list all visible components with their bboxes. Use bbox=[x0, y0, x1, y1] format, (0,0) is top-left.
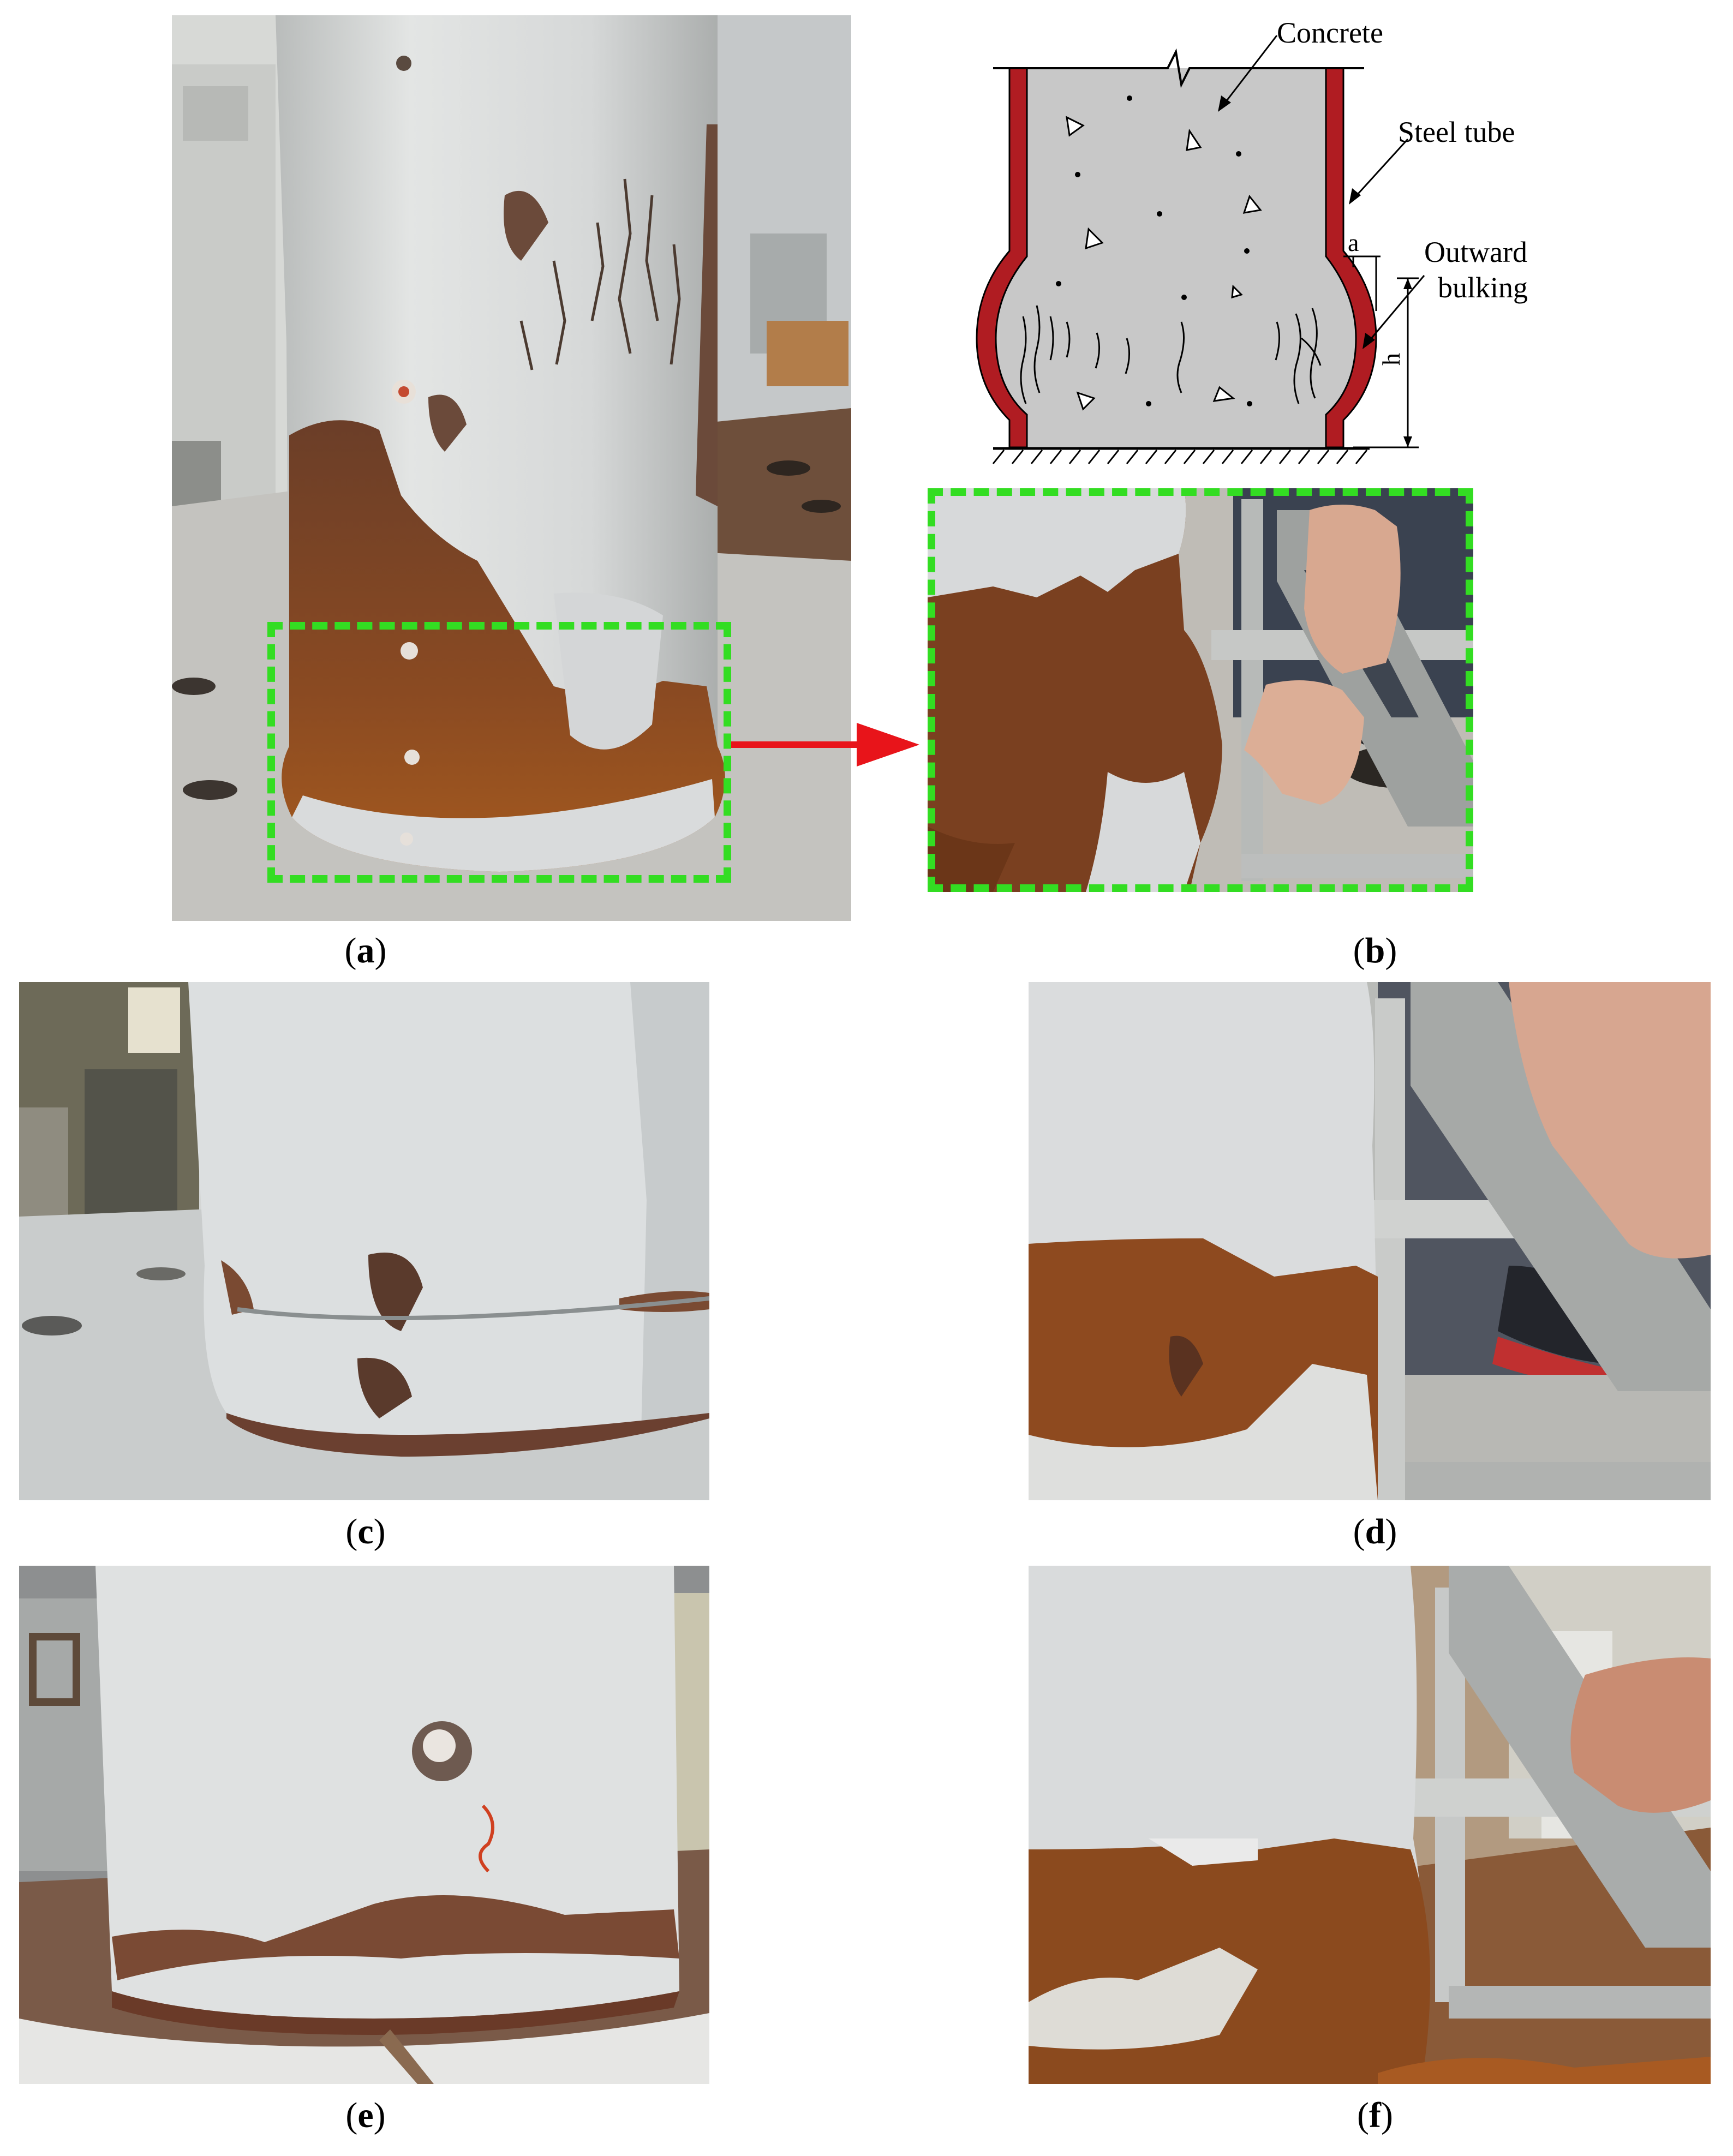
photo-c bbox=[19, 982, 709, 1500]
photo-e bbox=[19, 1566, 709, 2084]
photo-d bbox=[1029, 982, 1711, 1500]
caption-b: (b) bbox=[1353, 931, 1397, 971]
caption-c: (c) bbox=[345, 1512, 386, 1552]
caption-f: (f) bbox=[1357, 2095, 1393, 2135]
highlight-box-a bbox=[267, 622, 731, 883]
a-label: a bbox=[1348, 229, 1359, 256]
arrow-icon bbox=[731, 723, 919, 766]
photo-b-closeup bbox=[928, 488, 1473, 892]
caption-a: (a) bbox=[344, 931, 387, 971]
h-label: h bbox=[1377, 353, 1405, 366]
steel-tube-label: Steel tube bbox=[1398, 116, 1515, 148]
highlight-box-b bbox=[928, 488, 1473, 892]
bulking-label: bulking bbox=[1438, 271, 1528, 304]
photo-a bbox=[172, 15, 851, 921]
photo-f bbox=[1029, 1566, 1711, 2084]
caption-e: (e) bbox=[345, 2095, 386, 2135]
schematic-diagram: Concrete Steel tube a Outward bulking h bbox=[971, 11, 1582, 491]
concrete-body bbox=[996, 68, 1356, 447]
steel-tube-right bbox=[1325, 67, 1377, 448]
caption-d: (d) bbox=[1353, 1512, 1397, 1552]
concrete-label: Concrete bbox=[1277, 16, 1383, 49]
outward-label: Outward bbox=[1424, 236, 1527, 268]
